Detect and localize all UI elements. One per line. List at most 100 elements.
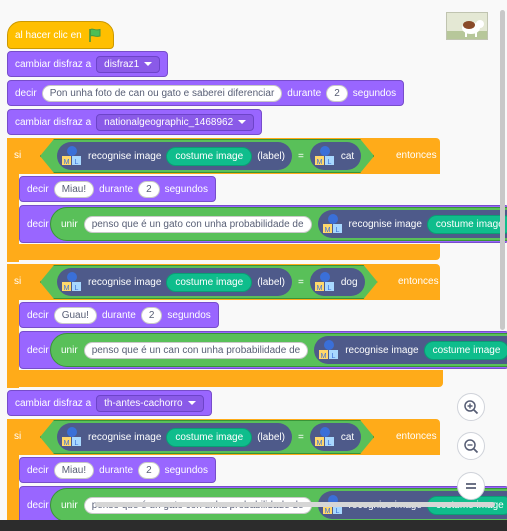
switch-costume-block-3[interactable]: cambiar disfraz a th-antes-cachorro: [7, 390, 212, 416]
zoom-out-button[interactable]: [457, 432, 485, 460]
zoom-in-button[interactable]: [457, 393, 485, 421]
vertical-scrollbar[interactable]: [500, 10, 505, 330]
costume-image-reporter[interactable]: costume image: [166, 273, 252, 292]
recognise-image-label: recognise image: [348, 218, 422, 230]
say-text-input[interactable]: Guau!: [53, 306, 97, 324]
if-label: si: [14, 150, 22, 161]
say-seconds-input[interactable]: 2: [138, 461, 160, 479]
dog-value: dog: [340, 276, 358, 288]
svg-text:L: L: [327, 159, 331, 166]
costume-dropdown-2[interactable]: nationalgeographic_1468962: [96, 113, 255, 131]
horizontal-scrollbar[interactable]: [95, 502, 495, 507]
join-label: unir: [61, 218, 78, 230]
say-label: decir: [27, 464, 49, 476]
join-reporter-gato[interactable]: unir penso que é un gato con unha probab…: [50, 207, 507, 241]
join-label: unir: [61, 499, 78, 511]
join-text-input[interactable]: penso que é un can con unha probabilidad…: [83, 341, 309, 359]
switch-costume-label: cambiar disfraz a: [15, 116, 92, 128]
svg-text:M: M: [316, 159, 322, 166]
costume-image-reporter[interactable]: costume image: [423, 340, 507, 360]
seconds-label: segundos: [167, 309, 211, 321]
costume-dropdown-3[interactable]: th-antes-cachorro: [96, 394, 204, 412]
join-reporter-can[interactable]: unir penso que é un can con unha probabi…: [50, 333, 507, 367]
when-flag-clicked-block[interactable]: al hacer clic en: [7, 21, 114, 49]
equals-sign: =: [297, 431, 304, 443]
switch-costume-block-1[interactable]: cambiar disfraz a disfraz1: [7, 51, 169, 77]
say-label: decir: [27, 218, 49, 230]
join-text-input[interactable]: penso que é un gato con unha probabilida…: [83, 215, 312, 233]
label-field: (label): [257, 276, 285, 288]
footer-bar: [0, 520, 507, 531]
zoom-reset-button[interactable]: [457, 472, 485, 500]
say-miau-block-2[interactable]: decir Miau! durante 2 segundos: [19, 457, 216, 483]
costume-image-reporter[interactable]: costume image: [426, 214, 507, 234]
say-text-input[interactable]: Miau!: [53, 461, 95, 479]
svg-text:M: M: [64, 159, 70, 166]
chevron-down-icon: [187, 401, 196, 405]
svg-text:M: M: [321, 353, 327, 360]
recognise-image-label: recognise image: [88, 150, 162, 162]
say-seconds-input[interactable]: 2: [138, 180, 160, 198]
svg-text:M: M: [324, 227, 330, 234]
svg-text:L: L: [332, 353, 336, 360]
svg-text:L: L: [75, 159, 79, 166]
say-for-secs-block-1[interactable]: decir Pon unha foto de can ou gato e sab…: [7, 80, 405, 106]
recognise-image-label: recognise image: [88, 276, 162, 288]
switch-costume-label: cambiar disfraz a: [15, 58, 92, 70]
svg-text:L: L: [335, 508, 339, 515]
label-field: (label): [257, 150, 285, 162]
svg-text:L: L: [327, 440, 331, 447]
equals-sign: =: [297, 276, 304, 288]
say-label: decir: [27, 183, 49, 195]
say-for-label: durante: [287, 87, 322, 99]
costume-image-reporter[interactable]: costume image: [166, 147, 252, 166]
if-label: si: [14, 431, 22, 442]
switch-costume-label: cambiar disfraz a: [15, 397, 92, 409]
costume-image-reporter[interactable]: costume image: [166, 428, 252, 447]
scripts-area[interactable]: al hacer clic en cambiar disfraz a disfr…: [0, 0, 507, 520]
cat-value: cat: [340, 150, 355, 162]
then-label: entonces: [396, 431, 437, 442]
costume-dropdown-value: th-antes-cachorro: [104, 397, 183, 409]
say-guau-block[interactable]: decir Guau! durante 2 segundos: [19, 302, 219, 328]
say-label: decir: [15, 87, 37, 99]
hat-label: al hacer clic en: [15, 29, 82, 41]
say-seconds-input[interactable]: 2: [140, 306, 163, 324]
say-text-input[interactable]: Miau!: [53, 180, 95, 198]
costume-dropdown-1[interactable]: disfraz1: [96, 55, 161, 73]
join-label: unir: [61, 344, 78, 356]
svg-text:L: L: [327, 285, 331, 292]
svg-text:L: L: [75, 285, 79, 292]
say-seconds-input[interactable]: 2: [326, 84, 348, 102]
switch-costume-block-2[interactable]: cambiar disfraz a nationalgeographic_146…: [7, 109, 263, 135]
say-for-label: durante: [101, 309, 136, 321]
cat-value: cat: [340, 431, 355, 443]
svg-text:L: L: [75, 440, 79, 447]
say-text-input[interactable]: Pon unha foto de can ou gato e saberei d…: [41, 84, 283, 102]
say-miau-block[interactable]: decir Miau! durante 2 segundos: [19, 176, 216, 202]
then-label: entonces: [398, 276, 439, 287]
svg-text:M: M: [64, 285, 70, 292]
svg-text:M: M: [324, 508, 330, 515]
zoom-in-icon: [464, 400, 479, 415]
sprite-thumbnail[interactable]: [446, 12, 488, 40]
say-label: decir: [27, 309, 49, 321]
recognise-image-reporter[interactable]: ML recognise image costume image (: [314, 336, 507, 364]
